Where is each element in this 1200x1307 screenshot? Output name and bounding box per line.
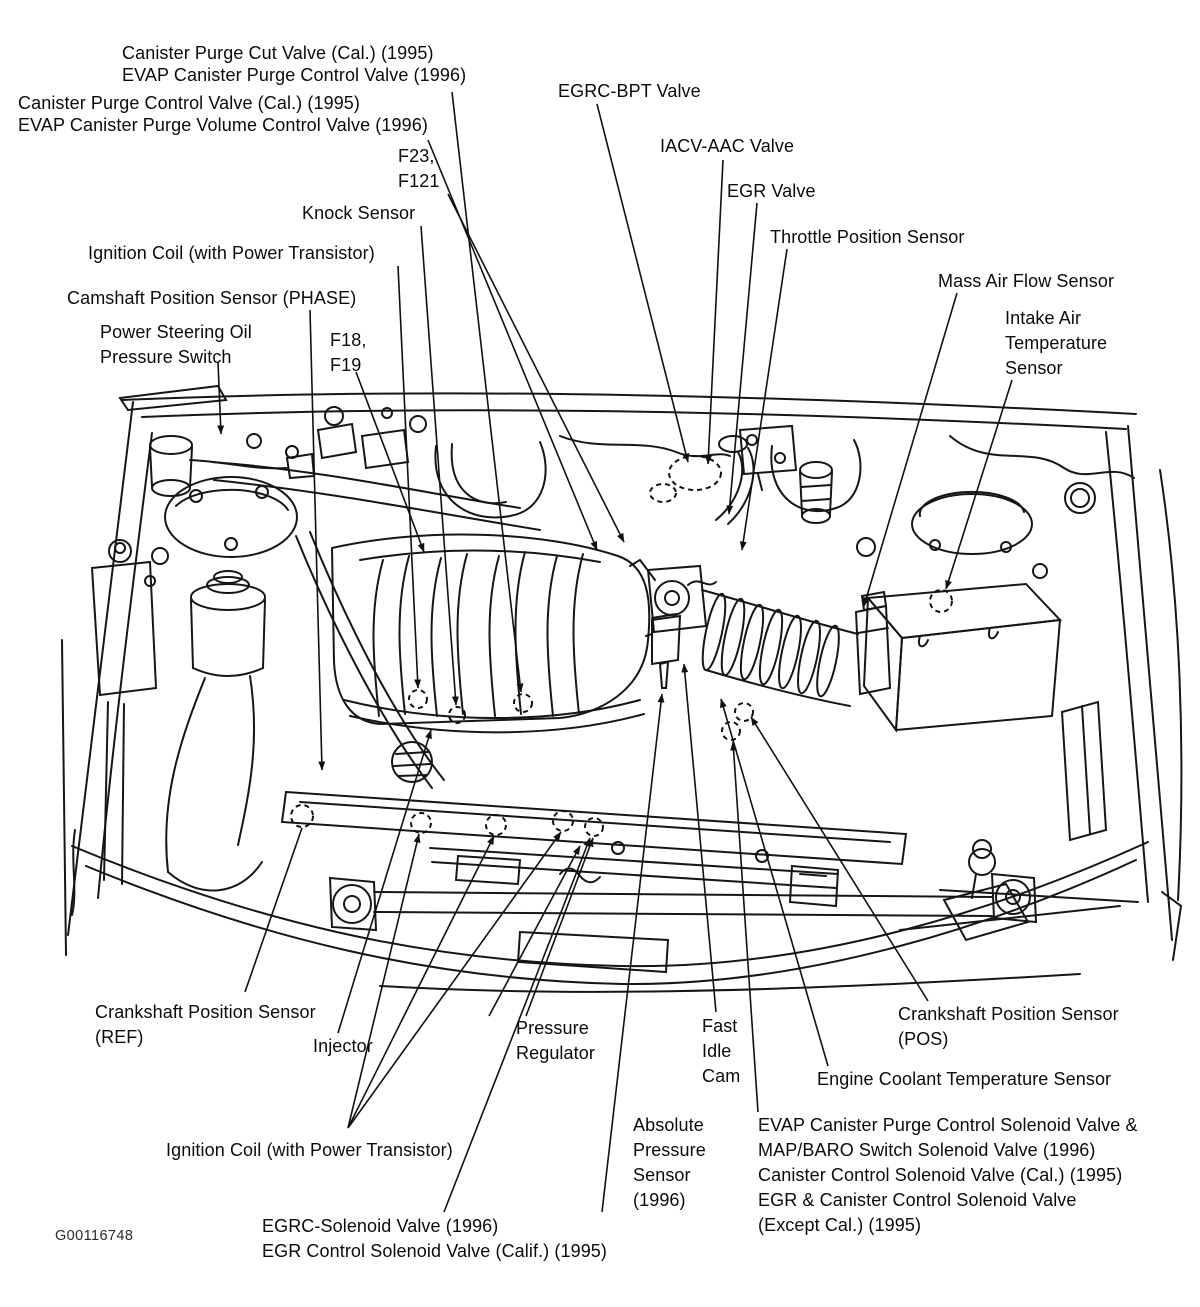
- label-power-steering-switch: Power Steering Oil Pressure Switch: [100, 322, 252, 367]
- label-crankshaft-position-sensor-ref: Crankshaft Position Sensor (REF): [95, 1002, 316, 1047]
- leader-evap-solenoid-block: [730, 741, 759, 1113]
- leader-ignition-coil-b2: [347, 835, 495, 1129]
- lower-frame: [71, 841, 1149, 993]
- intake-manifold: [330, 533, 651, 734]
- leader-pressure-regulator-1: [488, 845, 581, 1017]
- label-evap-solenoid-block: EVAP Canister Purge Control Solenoid Val…: [758, 1115, 1138, 1235]
- leader-egrc-bpt-valve: [596, 103, 690, 463]
- location-markers: [290, 455, 953, 837]
- leader-f23-f121: [447, 193, 625, 543]
- leader-iacv-aac-valve: [704, 159, 724, 465]
- label-knock-sensor: Knock Sensor: [302, 203, 416, 223]
- leader-canister-purge-control-valve: [427, 139, 598, 551]
- leader-ignition-coil-b1: [347, 833, 421, 1129]
- leader-power-steering-switch: [217, 361, 225, 435]
- leader-coolant-temp-sensor: [720, 698, 829, 1067]
- label-mass-air-flow-sensor: Mass Air Flow Sensor: [938, 271, 1115, 291]
- label-intake-air-temperature-sensor: Intake Air Temperature Sensor: [1005, 308, 1108, 378]
- leader-throttle-position-sensor: [739, 248, 788, 551]
- throttle-components: [434, 424, 862, 689]
- leader-egrc-solenoid-valve: [443, 837, 591, 1213]
- label-fast-idle-cam: Fast Idle Cam: [702, 1016, 741, 1086]
- leader-ignition-coil-top: [397, 265, 422, 689]
- leader-crankshaft-pos: [750, 716, 929, 1002]
- leader-knock-sensor: [420, 225, 459, 706]
- leader-pressure-regulator-2: [525, 837, 594, 1017]
- leader-ignition-coil-b3: [347, 831, 562, 1129]
- label-egr-valve: EGR Valve: [727, 181, 816, 201]
- label-canister-purge-cut-valve: Canister Purge Cut Valve (Cal.) (1995) E…: [122, 43, 467, 85]
- leader-lines: [217, 91, 1013, 1213]
- right-components: [856, 435, 1135, 942]
- leader-fast-idle-cam: [681, 663, 717, 1013]
- label-f18-f19-connectors: F18, F19: [330, 330, 367, 375]
- label-canister-purge-control-valve: Canister Purge Control Valve (Cal.) (199…: [18, 93, 428, 135]
- body-outline: [61, 384, 1183, 961]
- label-f23-f121-connectors: F23, F121: [398, 146, 440, 191]
- left-components: [90, 406, 541, 892]
- leader-canister-purge-cut-valve: [451, 91, 524, 693]
- leader-egr-valve: [726, 202, 758, 515]
- valve-cover: [280, 741, 908, 866]
- label-pressure-regulator: Pressure Regulator: [516, 1018, 595, 1063]
- label-absolute-pressure-sensor: Absolute Pressure Sensor (1996): [633, 1115, 706, 1210]
- leader-intake-air-temp-sensor: [945, 379, 1013, 590]
- leader-crankshaft-ref: [244, 827, 303, 993]
- label-egrc-bpt-valve: EGRC-BPT Valve: [558, 81, 701, 101]
- leader-mass-air-flow-sensor: [863, 292, 958, 607]
- label-injector: Injector: [313, 1036, 373, 1056]
- label-throttle-position-sensor: Throttle Position Sensor: [770, 227, 965, 247]
- label-ignition-coil-top: Ignition Coil (with Power Transistor): [88, 243, 375, 263]
- label-engine-coolant-temp-sensor: Engine Coolant Temperature Sensor: [817, 1069, 1112, 1089]
- label-camshaft-position-sensor: Camshaft Position Sensor (PHASE): [67, 288, 357, 308]
- leader-absolute-pressure-sensor: [601, 693, 665, 1213]
- label-iacv-aac-valve: IACV-AAC Valve: [660, 136, 795, 156]
- label-egrc-solenoid-valve: EGRC-Solenoid Valve (1996) EGR Control S…: [262, 1216, 608, 1261]
- leader-f18-f19: [355, 371, 425, 553]
- air-intake: [701, 582, 1108, 842]
- label-crankshaft-position-sensor-pos: Crankshaft Position Sensor (POS): [898, 1004, 1119, 1049]
- figure-id-code: G00116748: [55, 1228, 134, 1244]
- leader-camshaft-position-sensor: [309, 309, 326, 771]
- label-ignition-coil-bottom: Ignition Coil (with Power Transistor): [166, 1140, 453, 1160]
- leader-injector: [337, 729, 432, 1034]
